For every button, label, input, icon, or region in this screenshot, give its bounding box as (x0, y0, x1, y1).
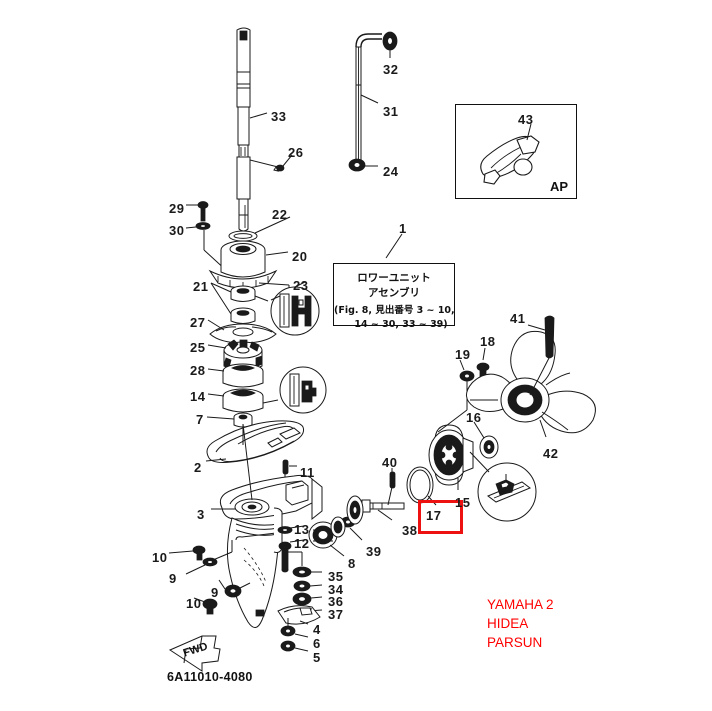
callout-29: 29 (169, 201, 185, 216)
lower-casing-part-3 (219, 474, 323, 628)
seals-part-21 (230, 285, 256, 324)
lower-unit-assembly-note-box: ロワーユニット アセンブリ (Fig. 8, 見出番号 3 ~ 10, 14 ~… (333, 263, 455, 330)
washer-part-19 (459, 370, 475, 382)
bolt-part-10-a (192, 545, 206, 561)
water-tube-part-31 (355, 33, 382, 163)
plate-part-27 (209, 323, 277, 344)
assembly-note-line3: (Fig. 8, 見出番号 3 ~ 10, (334, 305, 455, 317)
washer-part-30 (195, 222, 211, 230)
callout-9a: 9 (169, 571, 177, 586)
brand-note-line3: PARSUN (487, 635, 543, 651)
upper-casing-part-2 (206, 420, 304, 463)
callout-42: 42 (543, 446, 559, 461)
callout-20: 20 (292, 249, 308, 264)
washer-part-13 (277, 526, 293, 534)
nut-part-16 (479, 435, 499, 459)
callout-18: 18 (480, 334, 496, 349)
washer-part-9-b (224, 584, 242, 598)
ap-inset-drawing (480, 123, 540, 185)
brand-note-line2: HIDEA (487, 616, 529, 632)
callout-38: 38 (402, 523, 418, 538)
callout-43: 43 (518, 112, 534, 127)
pump-housing-part-20 (208, 240, 278, 289)
callout-34: 34 (328, 582, 344, 597)
bearing-part-8 (308, 521, 338, 549)
gear-part-left (346, 495, 364, 525)
callout-32: 32 (383, 62, 399, 77)
nut-part-6 (280, 625, 296, 637)
callout-24: 24 (383, 164, 399, 179)
o-ring-part-22 (228, 230, 258, 242)
callout-1: 1 (399, 221, 407, 236)
callout-39: 39 (366, 544, 382, 559)
ap-inset-label: AP (549, 179, 568, 194)
callout-10b: 10 (186, 596, 202, 611)
bolt-part-10-b (202, 598, 218, 615)
plate-part-28 (222, 363, 264, 388)
brand-note: YAMAHA 2 HIDEA PARSUN (487, 595, 554, 652)
assembly-note-line2: アセンブリ (368, 287, 420, 300)
callout-37: 37 (328, 607, 344, 622)
callout-7: 7 (196, 412, 204, 427)
callout-11: 11 (300, 465, 315, 480)
callout-15: 15 (455, 495, 471, 510)
assembly-note-line4: 14 ~ 30, 33 ~ 39) (354, 319, 448, 331)
callout-41: 41 (510, 311, 526, 326)
callout-19: 19 (455, 347, 471, 362)
callout-30: 30 (169, 223, 185, 238)
diagram-part-number: 6A11010-4080 (167, 670, 253, 684)
o-ring-part-17 (406, 466, 434, 504)
callout-28: 28 (190, 363, 206, 378)
seal-part-14 (222, 388, 264, 413)
detail-circle-key (279, 366, 327, 414)
callout-22: 22 (272, 207, 288, 222)
callout-5: 5 (313, 650, 321, 665)
callout-9b: 9 (211, 585, 219, 600)
callout-14: 14 (190, 389, 206, 404)
callout-25: 25 (190, 340, 206, 355)
bearing-small-left (330, 516, 346, 538)
drive-shaft-part-33 (236, 27, 251, 232)
bolt-part-18 (476, 362, 490, 380)
callout-31: 31 (383, 104, 399, 119)
callout-4: 4 (313, 622, 321, 637)
bearing-carrier-part-15 (428, 424, 474, 486)
callout-17: 17 (426, 508, 442, 523)
grommet-part-32 (382, 31, 398, 51)
callout-36: 36 (328, 594, 344, 609)
callout-8: 8 (348, 556, 356, 571)
bolt-part-29 (197, 201, 209, 222)
nut-part-5 (280, 640, 296, 652)
callout-26: 26 (288, 145, 304, 160)
callout-35: 35 (328, 569, 344, 584)
assembly-note-line1: ロワーユニット (357, 272, 431, 284)
propeller-part-42 (466, 330, 596, 434)
fwd-arrow (168, 635, 221, 672)
callout-13: 13 (294, 522, 310, 537)
callout-10a: 10 (152, 550, 168, 565)
dowel-part-11 (282, 459, 289, 475)
callout-33: 33 (271, 109, 287, 124)
callout-21: 21 (193, 279, 209, 294)
detail-circle-seal (270, 286, 320, 336)
callout-3: 3 (197, 507, 205, 522)
cotter-pin-part-41 (544, 315, 555, 359)
callout-6: 6 (313, 636, 321, 651)
callout-12: 12 (294, 536, 310, 551)
callout-16: 16 (466, 410, 482, 425)
callout-2: 2 (194, 460, 202, 475)
seal-part-24 (348, 158, 366, 172)
detail-circle-prop-shaft (477, 462, 537, 522)
highlight-box-item-17 (418, 500, 463, 534)
callout-40: 40 (382, 455, 398, 470)
prop-shaft-part-38 (361, 499, 405, 513)
brand-note-line1: YAMAHA 2 (487, 597, 554, 612)
callout-27: 27 (190, 315, 206, 330)
callout-23: 23 (293, 278, 309, 293)
